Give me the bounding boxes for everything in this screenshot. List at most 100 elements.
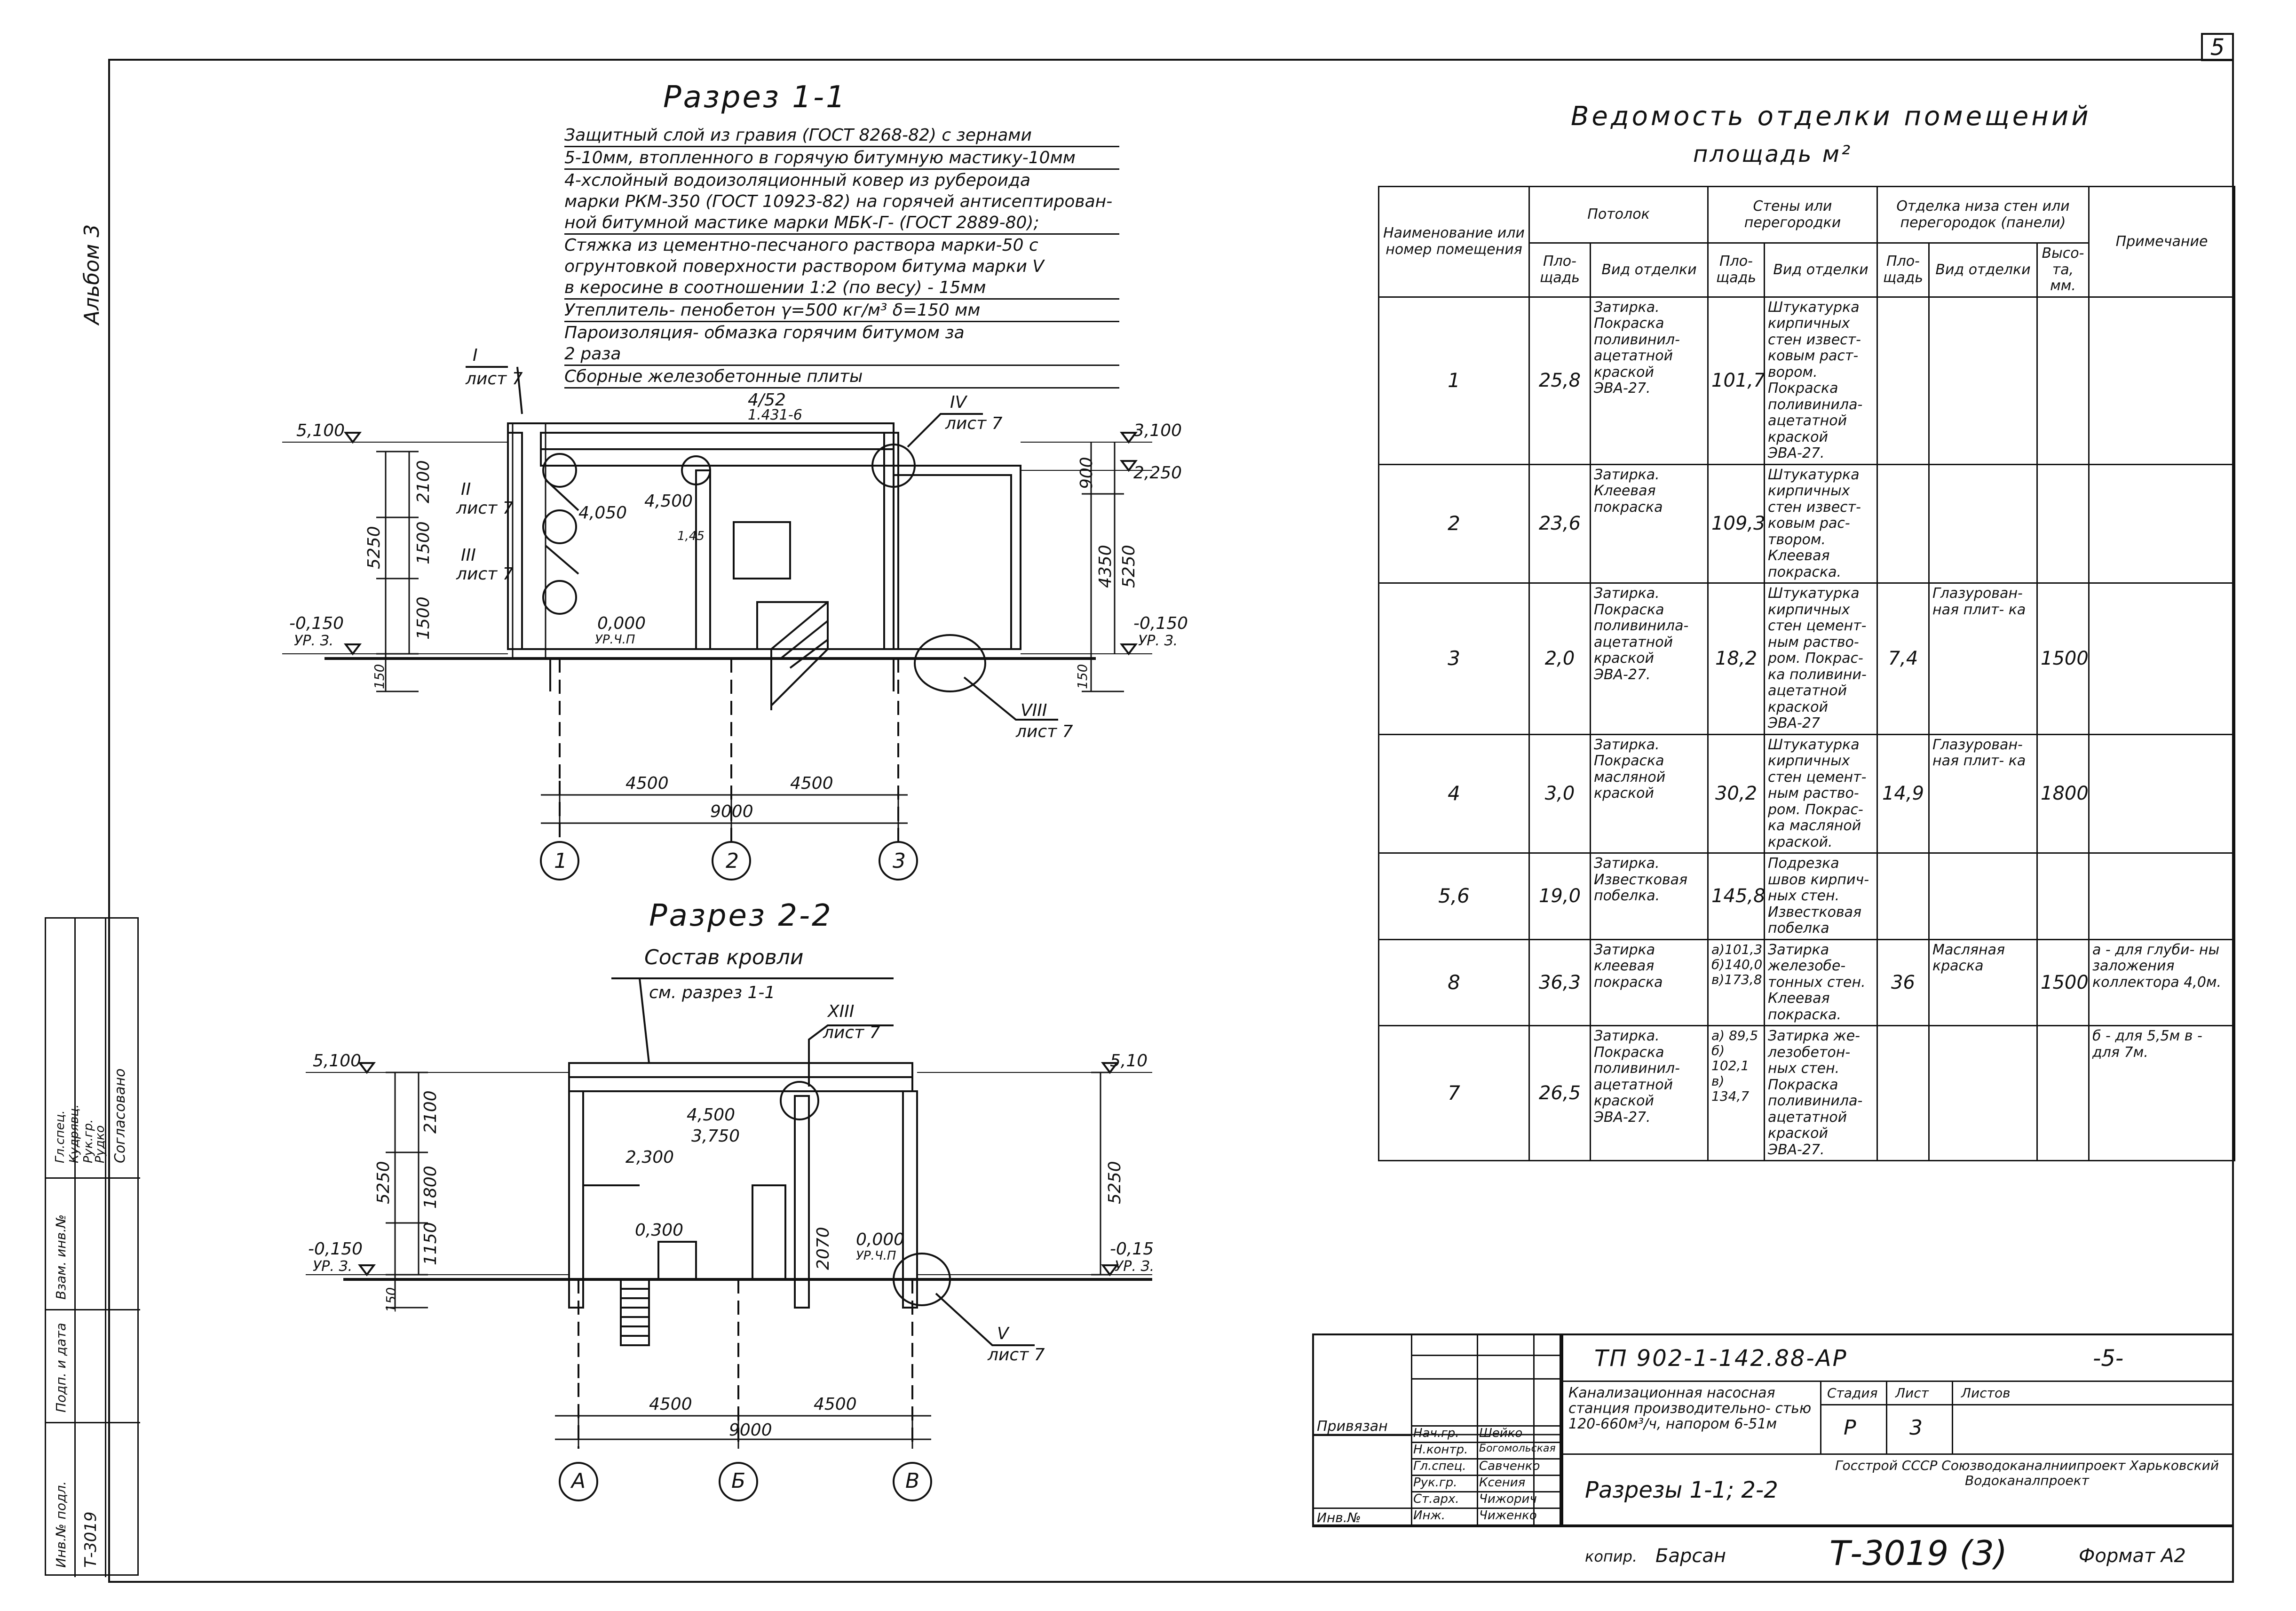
header-area: Пло- щадь xyxy=(1707,242,1765,298)
callout-1-sheet: лист 7 xyxy=(466,369,523,389)
s2-ur-right: УР. З. xyxy=(1115,1258,1155,1275)
ur-right: УР. З. xyxy=(1138,633,1178,649)
level-inner-1: 0,000 xyxy=(597,614,646,633)
total-span: 9000 xyxy=(710,802,753,821)
header-notes: Примечание xyxy=(2088,186,2236,298)
dim-small-left: 150 xyxy=(372,664,387,689)
callout-2-1-sheet: лист 7 xyxy=(823,1023,880,1042)
span-2: 4500 xyxy=(790,774,833,793)
ceiling-type: Затирка. Покраска поливинил- ацетатной к… xyxy=(1590,1025,1709,1161)
spec-line: марки РКМ-350 (ГОСТ 10923-82) на горячей… xyxy=(564,192,1113,211)
lower-area xyxy=(1876,296,1930,465)
callout-4-mark: IV xyxy=(950,393,967,412)
lower-type xyxy=(1928,463,2038,584)
s2-level-top-left: 5,100 xyxy=(313,1051,362,1071)
sheet-title: Разрезы 1-1; 2-2 xyxy=(1585,1477,1778,1503)
table-row: 5,6 19,0 Затирка. Известковая побелка. 1… xyxy=(1378,852,2236,940)
table-row: 1 25,8 Затирка. Покраска поливинил- ацет… xyxy=(1378,296,2236,465)
s2-level-top-right: 5,10 xyxy=(1110,1051,1148,1071)
s2-level-2: 3,750 xyxy=(691,1127,740,1146)
org-name: Госстрой СССР Союзводоканалниипроект Хар… xyxy=(1835,1458,2219,1489)
lower-area xyxy=(1876,463,1930,584)
lower-height: 1500 xyxy=(2036,938,2090,1026)
spec-line: Утеплитель- пенобетон γ=500 кг/м³ δ=150 … xyxy=(564,300,1119,322)
lower-area: 36 xyxy=(1876,938,1930,1026)
format-label: Формат А2 xyxy=(2079,1545,2186,1567)
lower-type xyxy=(1928,1025,2038,1161)
wall-area: 101,7 xyxy=(1707,296,1766,465)
wall-type: Подрезка швов кирпич- ных стен. Известко… xyxy=(1764,852,1878,940)
wall-area: 18,2 xyxy=(1707,582,1765,735)
s2-level-3: 2,300 xyxy=(625,1148,674,1167)
lower-area: 7,4 xyxy=(1876,582,1930,735)
spec-line: 2 раза xyxy=(564,343,1119,366)
roof-label: Состав кровли xyxy=(644,945,804,969)
s2-span-2: 4500 xyxy=(814,1395,857,1414)
table-row: 4 3,0 Затирка. Покраска масляной краской… xyxy=(1378,733,2236,854)
room-cell: 4 xyxy=(1378,733,1530,854)
callout-1-mark: I xyxy=(473,346,478,365)
s2-dim-left-1: 2100 xyxy=(421,1090,440,1134)
name-2: Богомольская xyxy=(1479,1443,1556,1454)
header-type: Вид отделки xyxy=(1928,242,2038,298)
wall-area: 109,3 xyxy=(1707,463,1766,584)
ceiling-area: 36,3 xyxy=(1528,938,1591,1026)
project-name: Канализационная насосная станция произво… xyxy=(1568,1385,1812,1432)
s2-level-1: 4,500 xyxy=(687,1105,736,1125)
table-title: Ведомость отделки помещений xyxy=(1571,101,2091,132)
room-cell: 7 xyxy=(1378,1025,1530,1161)
wall-area: 145,8 xyxy=(1707,852,1766,940)
room-cell: 2 xyxy=(1378,463,1530,584)
ceiling-area: 26,5 xyxy=(1528,1025,1591,1161)
s2-level-4: 0,300 xyxy=(635,1221,684,1240)
archive-number: Т-3019 (3) xyxy=(1829,1533,2008,1573)
table-row: 7 26,5 Затирка. Покраска поливинил- ацет… xyxy=(1378,1025,2236,1161)
s2-dim-left-3: 1150 xyxy=(421,1222,440,1265)
room-cell: 8 xyxy=(1378,938,1530,1026)
dim-right-2: 4350 xyxy=(1096,545,1115,588)
s2-ur-left: УР. З. xyxy=(313,1258,353,1275)
wall-type: Штукатурка кирпичных стен цемент- ным ра… xyxy=(1764,733,1878,854)
lower-height xyxy=(2036,296,2090,465)
section-1-title: Разрез 1-1 xyxy=(663,80,847,115)
dim-left-3: 1500 xyxy=(414,596,433,640)
callout-2-2-mark: V xyxy=(997,1324,1009,1343)
wall-type: Затирка же- лезобетон- ных стен. Покраск… xyxy=(1764,1025,1878,1161)
copied-label: копир. xyxy=(1585,1548,1638,1565)
role-3: Гл.спец. xyxy=(1413,1459,1466,1473)
ceiling-area: 25,8 xyxy=(1528,296,1591,465)
role-6: Инж. xyxy=(1413,1508,1446,1523)
dim-right-3: 5250 xyxy=(1119,545,1139,588)
spec-line: 5-10мм, втопленного в горячую битумную м… xyxy=(564,147,1119,170)
callout-2-mark: II xyxy=(461,480,471,499)
left-strip: Инв.№ подл. Т-3019 Подп. и дата Взам. ин… xyxy=(45,917,140,1577)
header-lower: Отделка низа стен или перегородок (панел… xyxy=(1876,186,2090,244)
level-inner-4: 1,45 xyxy=(677,529,705,543)
axis-3: 3 xyxy=(893,849,906,873)
header-type: Вид отделки xyxy=(1764,242,1878,298)
header-walls: Стены или перегородки xyxy=(1707,186,1878,244)
header-height: Высо- та, мм. xyxy=(2036,242,2090,298)
axis-b: Б xyxy=(731,1469,746,1493)
span-1: 4500 xyxy=(625,774,669,793)
s2-total-span: 9000 xyxy=(729,1421,772,1440)
s2-level-bottom-left: -0,150 xyxy=(308,1239,363,1259)
table-row: 2 23,6 Затирка. Клеевая покраска 109,3 Ш… xyxy=(1378,463,2236,584)
s2-level-bottom-right: -0,15 xyxy=(1110,1239,1154,1259)
spec-line: Защитный слой из гравия (ГОСТ 8268-82) с… xyxy=(564,125,1119,147)
lower-height xyxy=(2036,852,2090,940)
signature-block xyxy=(1312,1333,1561,1526)
lower-type: Глазурован- ная плит- ка xyxy=(1928,582,2038,735)
lower-height: 1500 xyxy=(2036,582,2090,735)
room-cell: 3 xyxy=(1378,582,1530,735)
level-inner-2: 4,050 xyxy=(578,503,627,523)
callout-4-sheet: лист 7 xyxy=(945,414,1003,433)
ceiling-area: 3,0 xyxy=(1528,733,1591,854)
note-cell xyxy=(2088,296,2236,465)
beam-mark: 4/52 xyxy=(748,390,786,410)
header-area: Пло- щадь xyxy=(1876,242,1930,298)
name-5: Чижорич xyxy=(1479,1492,1537,1506)
name-6: Чиженко xyxy=(1479,1508,1537,1523)
s2-dim-inner: 2070 xyxy=(814,1227,833,1270)
s2-level-5: 0,000 xyxy=(856,1230,905,1249)
